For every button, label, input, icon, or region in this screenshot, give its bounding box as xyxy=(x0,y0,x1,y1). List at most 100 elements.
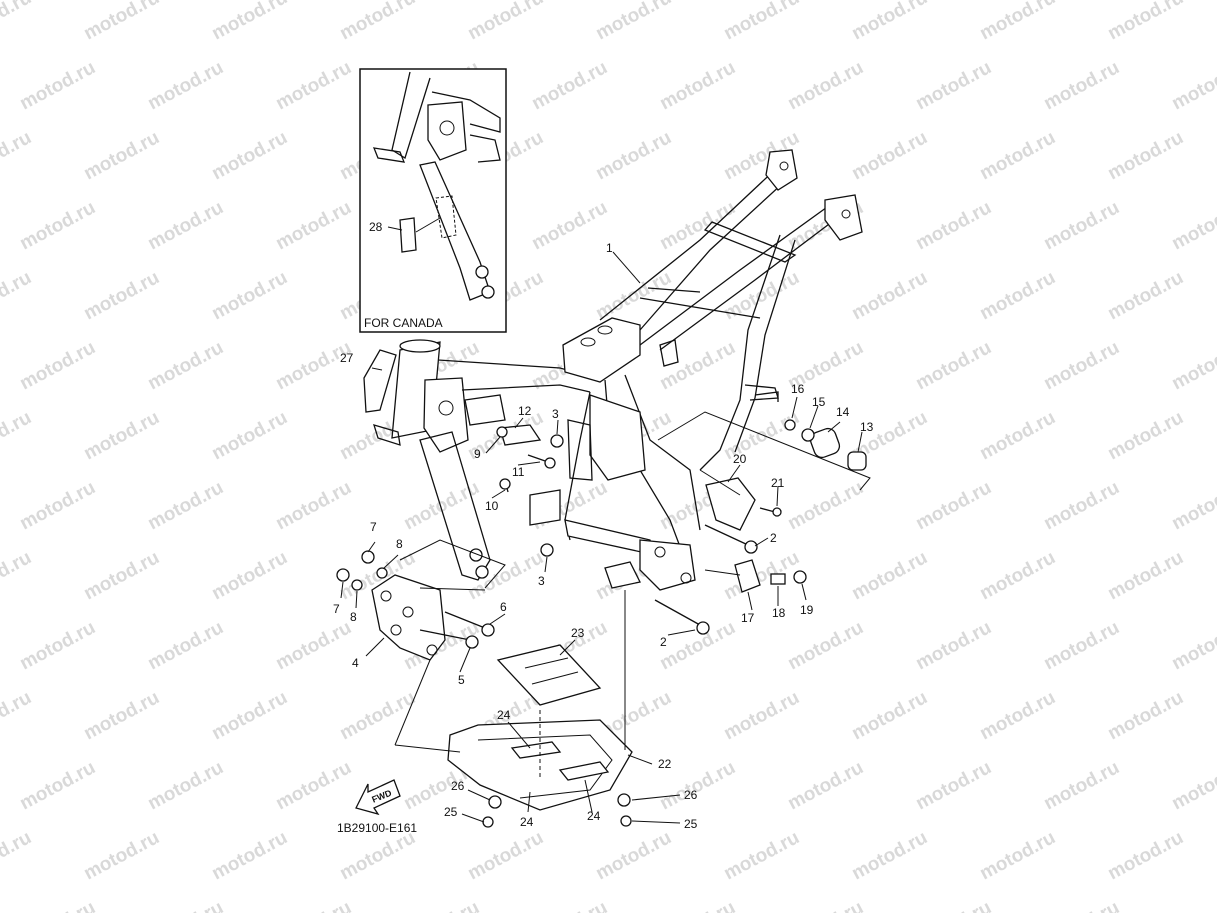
watermark-text: motod.ru xyxy=(1040,897,1123,913)
watermark-text: motod.ru xyxy=(464,0,547,44)
leader-28b xyxy=(415,217,441,233)
watermark-text: motod.ru xyxy=(784,757,867,814)
callout-c24c: 24 xyxy=(587,809,601,823)
watermark-text: motod.ru xyxy=(0,127,35,184)
callout-c22: 22 xyxy=(658,757,672,771)
callout-c28: 28 xyxy=(369,220,383,234)
pivot-plate-left xyxy=(567,419,593,481)
watermark-text: motod.ru xyxy=(272,477,355,534)
watermark-text: motod.ru xyxy=(656,57,739,114)
watermark-text: motod.ru xyxy=(1040,197,1123,254)
watermark-text: motod.ru xyxy=(912,897,995,913)
rear-stay-right xyxy=(699,234,781,471)
cross-member-2 xyxy=(639,297,761,319)
inset-tab xyxy=(372,147,406,163)
callout-c25a: 25 xyxy=(444,805,458,819)
callout-c24a: 24 xyxy=(497,708,511,722)
watermark-text: motod.ru xyxy=(720,547,803,604)
cross-member-3 xyxy=(647,287,701,293)
callout-c14: 14 xyxy=(836,405,850,419)
watermark-text: motod.ru xyxy=(528,897,611,913)
watermark-text: motod.ru xyxy=(144,897,227,913)
watermark-text: motod.ru xyxy=(80,687,163,744)
leader-lines xyxy=(340,251,871,824)
watermark-text: motod.ru xyxy=(336,827,419,884)
upper-hook xyxy=(659,339,679,367)
watermark-text: motod.ru xyxy=(144,617,227,674)
watermark-text: motod.ru xyxy=(144,477,227,534)
watermark-text: motod.ru xyxy=(0,827,35,884)
watermark-text: motod.ru xyxy=(656,337,739,394)
watermark-text: motod.ru xyxy=(272,757,355,814)
plate-23-slot-1 xyxy=(524,657,569,669)
watermark-text: motod.ru xyxy=(720,687,803,744)
watermark-text: motod.ru xyxy=(1168,57,1217,114)
watermark-text: motod.ru xyxy=(976,827,1059,884)
watermark-text: motod.ru xyxy=(720,0,803,44)
watermark-text: motod.ru xyxy=(976,127,1059,184)
callout-c4: 4 xyxy=(352,656,359,670)
inset-mount-2 xyxy=(481,285,495,299)
bolt-2-upper-head xyxy=(744,540,758,554)
inset-head-tube xyxy=(391,71,431,159)
watermark-text: motod.ru xyxy=(272,337,355,394)
callout-c7b: 7 xyxy=(333,602,340,616)
spar-bracket xyxy=(464,394,506,426)
collar-3-lower xyxy=(540,543,554,557)
rear-tab-hole-2 xyxy=(841,209,851,219)
pad-24-a xyxy=(510,741,562,759)
rear-stay-right-b xyxy=(734,239,796,453)
plate-23 xyxy=(496,644,602,706)
watermark-text: motod.ru xyxy=(16,477,99,534)
callout-c26b: 26 xyxy=(684,788,698,802)
watermark-text: motod.ru xyxy=(912,617,995,674)
bolt-2-upper-shaft xyxy=(704,524,749,546)
watermark-text: motod.ru xyxy=(784,477,867,534)
watermark-text: motod.ru xyxy=(1168,897,1217,913)
callout-c13: 13 xyxy=(860,420,874,434)
watermark-text: motod.ru xyxy=(848,827,931,884)
watermark-text: motod.ru xyxy=(272,897,355,913)
callout-c21: 21 xyxy=(771,476,785,490)
fwd-arrow-icon: FWD xyxy=(355,779,401,816)
watermark-text: motod.ru xyxy=(16,337,99,394)
nut-7-upper xyxy=(361,550,375,564)
watermark-text: motod.ru xyxy=(1168,197,1217,254)
pivot-hole-1 xyxy=(654,546,666,558)
watermark-text: motod.ru xyxy=(1104,267,1187,324)
watermark-text: motod.ru xyxy=(1104,547,1187,604)
center-box-slot-2 xyxy=(580,337,596,347)
callout-c8b: 8 xyxy=(350,610,357,624)
engine-bracket-4 xyxy=(371,574,446,661)
callout-c5: 5 xyxy=(458,673,465,687)
bolt-5-shaft xyxy=(419,629,471,641)
callout-c17: 17 xyxy=(741,611,755,625)
watermark-text: motod.ru xyxy=(848,0,931,44)
bolt-2-lower-head xyxy=(696,621,710,635)
watermark-text: motod.ru xyxy=(1104,127,1187,184)
bolt-11-head xyxy=(544,457,556,469)
collar-13 xyxy=(847,451,867,471)
bolt-5-head xyxy=(465,635,479,649)
watermark-text: motod.ru xyxy=(16,57,99,114)
watermark-text: motod.ru xyxy=(16,897,99,913)
watermark-text: motod.ru xyxy=(912,337,995,394)
watermark-text: motod.ru xyxy=(144,337,227,394)
watermark-text: motod.ru xyxy=(1104,687,1187,744)
figure-code: 1B29100-E161 xyxy=(337,821,417,835)
damper-17 xyxy=(734,559,761,593)
watermark-text: motod.ru xyxy=(144,197,227,254)
collar-26-right xyxy=(617,793,631,807)
inset-decal-dashed xyxy=(435,195,457,239)
callout-c11: 11 xyxy=(512,465,525,479)
bolt-2-lower-shaft xyxy=(654,599,701,626)
callout-c9: 9 xyxy=(474,447,481,461)
inset-label: FOR CANADA xyxy=(364,316,443,330)
bolt-19 xyxy=(793,570,807,584)
lower-bracket xyxy=(604,561,641,589)
callout-c25b: 25 xyxy=(684,817,698,831)
watermark-text: motod.ru xyxy=(208,0,291,44)
